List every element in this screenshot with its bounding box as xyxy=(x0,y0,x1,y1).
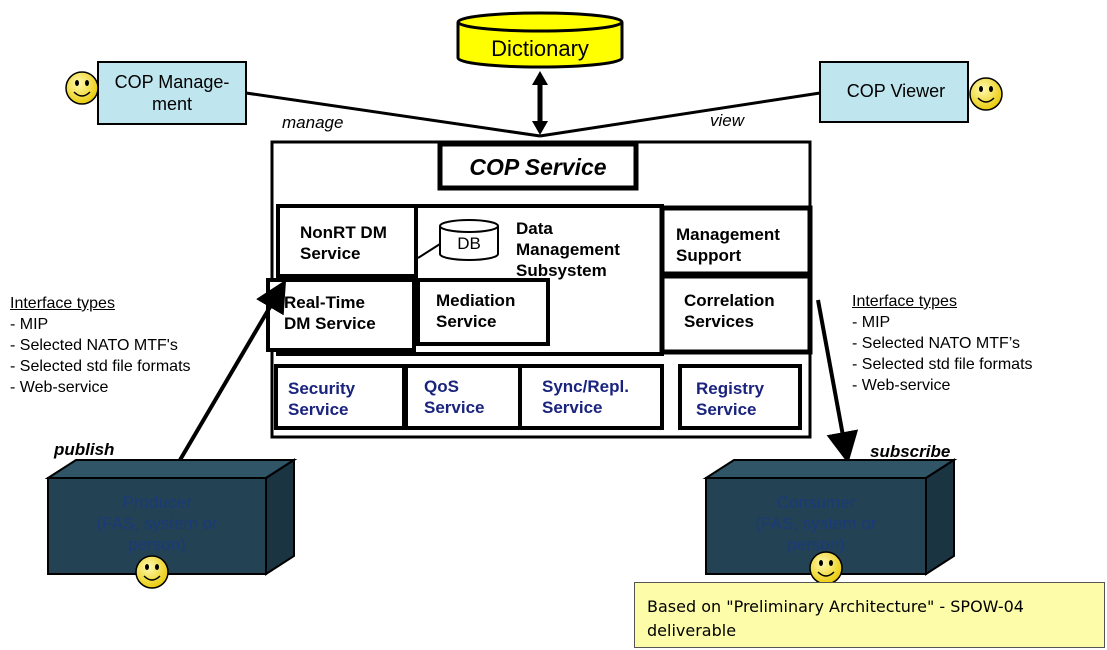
qos-label: QoS Service xyxy=(424,377,485,417)
dictionary-label: Dictionary xyxy=(491,36,589,61)
producer-box xyxy=(44,458,298,576)
source-note: Based on "Preliminary Architecture" - SP… xyxy=(634,582,1105,648)
list-item: - Selected NATO MTF’s xyxy=(852,335,1021,352)
view-line xyxy=(539,91,821,138)
realtime-dm-label: Real-Time DM Service xyxy=(284,293,376,333)
smiley-icon xyxy=(969,77,1003,111)
db-label: DB xyxy=(457,234,481,253)
nonrt-dm-box xyxy=(276,204,418,278)
publish-arrow xyxy=(178,279,287,462)
realtime-dm-box xyxy=(266,278,416,352)
smiley-icon xyxy=(809,551,843,585)
subscribe-arrow xyxy=(816,299,859,464)
correlation-label: Correlation Services xyxy=(684,291,775,331)
smiley-icon xyxy=(135,555,169,589)
qos-box xyxy=(404,364,522,430)
registry-label: Registry Service xyxy=(696,379,765,419)
data-management-label: Data Management Subsystem xyxy=(516,219,620,280)
dictionary-cylinder xyxy=(456,11,624,69)
nonrt-dm-label: NonRT DM Service xyxy=(300,223,387,263)
list-item: - MIP xyxy=(10,316,49,333)
cop-viewer-label: COP Viewer xyxy=(846,81,946,101)
smiley-icon xyxy=(65,71,99,105)
right-interface-title: Interface types xyxy=(852,293,957,310)
right-interface-list: Interface types - MIP - Selected NATO MT… xyxy=(852,291,1033,396)
cop-viewer-box xyxy=(819,61,969,123)
registry-box xyxy=(678,364,802,430)
mediation-box xyxy=(416,278,550,346)
correlation-box xyxy=(659,273,813,355)
consumer-label: Consumer (FAS, system or person) xyxy=(755,493,877,554)
list-item: - Selected std file formats xyxy=(852,356,1033,373)
security-label: Security Service xyxy=(288,379,356,419)
view-label: view xyxy=(710,111,745,130)
mediation-label: Mediation Service xyxy=(436,291,516,331)
manage-line xyxy=(245,91,541,138)
cop-management-box xyxy=(97,61,247,125)
left-interface-title: Interface types xyxy=(10,295,115,312)
cop-service-label-box xyxy=(437,141,639,191)
left-interface-list: Interface types - MIP - Selected NATO MT… xyxy=(10,293,191,398)
cop-management-label: COP Manage- ment xyxy=(114,72,230,114)
list-item: - Selected NATO MTF's xyxy=(10,337,178,354)
publish-label: publish xyxy=(54,440,115,459)
list-item: - Selected std file formats xyxy=(10,358,191,375)
sync-label: Sync/Repl. Service xyxy=(542,377,629,417)
sync-box xyxy=(518,364,664,430)
list-item: - MIP xyxy=(852,314,891,331)
db-cylinder xyxy=(439,219,499,261)
list-item: - Web-service xyxy=(10,379,109,396)
subscribe-label: subscribe xyxy=(870,442,951,461)
manage-label: manage xyxy=(282,113,344,132)
cop-service-label: COP Service xyxy=(469,154,607,180)
producer-label: Producer (FAS, system or person) xyxy=(96,493,218,554)
list-item: - Web-service xyxy=(852,377,951,394)
management-support-label: Management Support xyxy=(676,225,780,265)
